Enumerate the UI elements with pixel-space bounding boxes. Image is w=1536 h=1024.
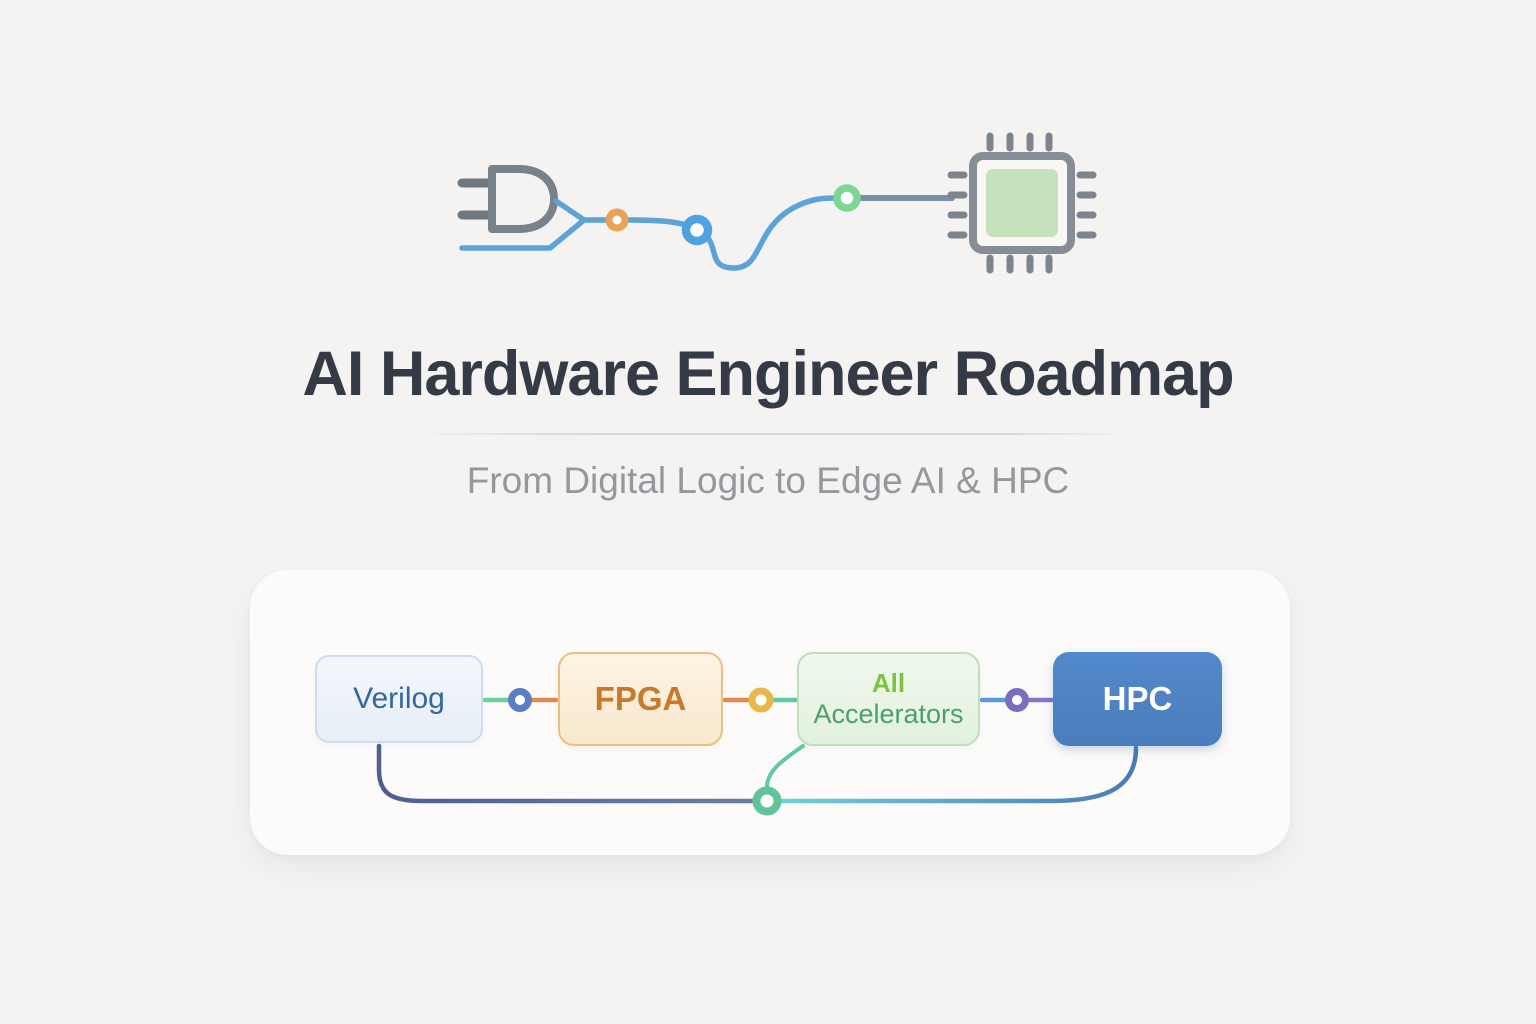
and-gate-icon [457, 165, 558, 233]
page-subtitle: From Digital Logic to Edge AI & HPC [466, 460, 1070, 501]
chip-pins [947, 132, 1097, 274]
orange-signal-node-icon [605, 208, 629, 232]
title-divider [413, 433, 1131, 435]
wave-wire [624, 195, 839, 271]
feedback-loop-branch [765, 744, 805, 788]
node-label-line2: Accelerators [813, 699, 964, 729]
node-label: FPGA [594, 680, 687, 717]
roadmap-node-verilog[interactable]: Verilog [315, 655, 483, 743]
node-label-line1: All [871, 668, 906, 698]
roadmap-node-ai-accelerators[interactable]: All Accelerators [797, 652, 980, 746]
roadmap-node-fpga[interactable]: FPGA [558, 652, 723, 746]
blue-signal-node-icon [681, 214, 713, 246]
roadmap-node-hpc[interactable]: HPC [1053, 652, 1222, 746]
roadmap-connectors [376, 687, 1139, 816]
connector1-node-icon [508, 688, 532, 712]
chip-icon [947, 132, 1097, 274]
node-label: HPC [1102, 680, 1173, 717]
node-label: Verilog [353, 682, 445, 715]
feedback-loop-right [775, 745, 1139, 804]
feedback-loop-left [376, 743, 759, 804]
gate-body [488, 165, 558, 233]
green-signal-node-icon [833, 184, 861, 212]
chip-core [986, 169, 1058, 237]
connector3-node-icon [1005, 688, 1029, 712]
loop-node-icon [752, 786, 782, 816]
hero-illustration [457, 132, 1097, 274]
page-title: AI Hardware Engineer Roadmap [302, 339, 1234, 409]
gate-output-wire [553, 198, 610, 223]
connector2-node-icon [748, 687, 774, 713]
lower-wire [459, 217, 587, 251]
